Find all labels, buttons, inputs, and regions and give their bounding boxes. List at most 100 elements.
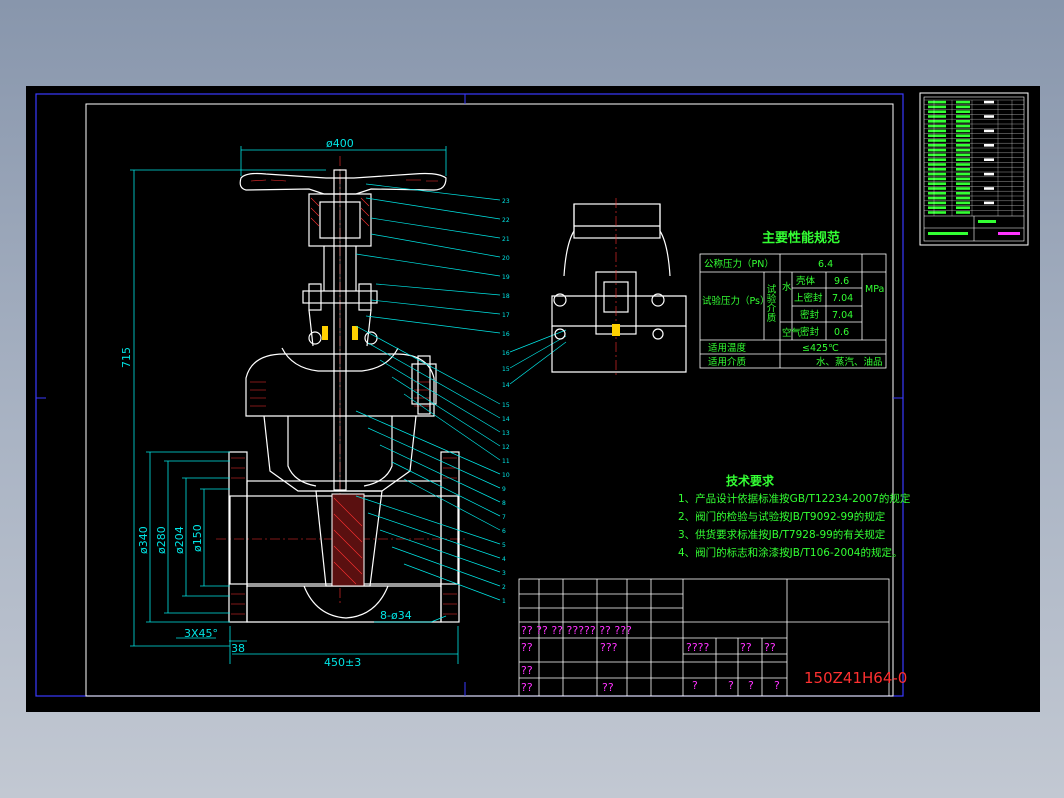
leader-line	[367, 512, 501, 559]
leader-line	[509, 329, 567, 353]
dim-bore: ø150	[191, 524, 204, 552]
spec-air: 空气	[782, 327, 802, 339]
dimension-lines	[130, 146, 459, 664]
title-block-cell: ??	[602, 681, 614, 694]
leader-line	[355, 495, 501, 545]
spec-media-label: 适用介质	[708, 356, 747, 368]
outer-frame	[35, 93, 904, 697]
drawing-number: 150Z41H64-0	[804, 669, 907, 687]
title-block-cell: ??	[740, 641, 752, 654]
cad-drawing-canvas[interactable]: ø400 715 ø340 ø280 ø204 ø150 3X45° 38 45…	[26, 86, 1040, 712]
part-balloon: 7	[502, 514, 506, 521]
inner-frame	[85, 103, 894, 697]
leader-line	[391, 546, 501, 587]
part-balloon: 8	[502, 500, 506, 507]
leader-line	[370, 299, 501, 315]
leader-line	[403, 478, 501, 531]
spec-unit: MPa	[865, 284, 884, 295]
leader-line	[391, 461, 501, 517]
balloon-leaders: 2322212019181716151413121110987654321161…	[355, 183, 567, 605]
tech-line: 3、供货要求标准按JB/T7928-99的有关规定	[678, 528, 886, 541]
part-balloon: 5	[502, 542, 506, 549]
tech-line: 1、产品设计依据标准按GB/T12234-2007的规定	[678, 492, 911, 505]
leader-line	[370, 233, 501, 258]
leader-line	[365, 197, 501, 220]
part-balloon: 22	[502, 217, 510, 224]
leader-line	[355, 253, 501, 277]
spec-nominal-value: 6.4	[818, 259, 833, 270]
dim-bolt-holes: 8-ø34	[380, 609, 412, 622]
title-block-cell: ??	[521, 664, 533, 677]
leader-line	[367, 427, 501, 489]
part-balloon: 13	[502, 430, 510, 437]
spec-test-label: 试验压力（Ps）	[702, 295, 770, 307]
part-balloon: 16	[502, 331, 510, 338]
part-balloon: 20	[502, 255, 510, 262]
dim-raised-face: ø204	[173, 526, 186, 554]
part-balloon: 14	[502, 382, 510, 389]
part-balloon: 16	[502, 350, 510, 357]
spec-top-seal: 上密封	[794, 292, 823, 304]
title-block-cell: ??	[521, 681, 533, 694]
title-block-header-row: ?? ?? ?? ????? ?? ???	[521, 624, 632, 637]
spec-shell: 壳体	[796, 275, 816, 287]
title-block-cell: ???	[600, 641, 618, 654]
leader-line	[509, 341, 567, 385]
spec-seal-value: 7.04	[832, 310, 853, 321]
part-balloon: 2	[502, 584, 506, 591]
leader-line	[403, 393, 501, 461]
dim-handwheel-dia: ø400	[326, 137, 354, 150]
spec-temp-label: 适用温度	[708, 342, 747, 354]
spec-seal: 密封	[800, 309, 820, 321]
tech-title: 技术要求	[726, 473, 775, 488]
part-balloon: 15	[502, 402, 510, 409]
technical-requirements: 技术要求 1、产品设计依据标准按GB/T12234-2007的规定 2、阀门的检…	[678, 473, 911, 559]
dim-flange-dia: ø340	[137, 526, 150, 554]
performance-spec-table[interactable]: 主要性能规范 公称压力（PN） 6.4 试验压力（Ps） 试验介质 水 空气 壳…	[699, 230, 887, 369]
title-block-cell: ?	[692, 679, 698, 692]
part-balloon: 15	[502, 366, 510, 373]
spec-shell-value: 9.6	[834, 276, 849, 287]
leader-line	[403, 563, 501, 601]
leader-line	[509, 335, 567, 369]
dim-bolt-circle: ø280	[155, 526, 168, 554]
leader-line	[391, 376, 501, 447]
part-balloon: 4	[502, 556, 506, 563]
spec-water: 水	[782, 281, 792, 293]
spec-media-value: 水、蒸汽、油品	[816, 356, 883, 368]
dim-flange-thk: 38	[231, 642, 245, 655]
title-block-cell: ??	[521, 641, 533, 654]
leader-line	[379, 444, 501, 503]
title-block[interactable]: ?? ?? ?? ????? ?? ??? ?? ??? ???? ?? ?? …	[518, 578, 907, 697]
part-balloon: 6	[502, 528, 506, 535]
valve-front-view	[216, 156, 466, 623]
frame-ticks	[36, 94, 903, 696]
title-block-cell: ?	[728, 679, 734, 692]
part-balloon: 21	[502, 236, 510, 243]
dim-chamfer: 3X45°	[184, 627, 218, 640]
spec-air-seal-value: 0.6	[834, 327, 849, 338]
parts-list-table[interactable]	[919, 92, 1029, 246]
part-balloon: 23	[502, 198, 510, 205]
leader-line	[355, 325, 501, 405]
leader-line	[379, 359, 501, 433]
spec-temp-value: ≤425℃	[802, 343, 839, 354]
detail-view	[551, 198, 687, 378]
title-block-cell: ????	[686, 641, 710, 654]
tech-line: 2、阀门的检验与试验按JB/T9092-99的规定	[678, 510, 886, 523]
tech-line: 4、阀门的标志和涂漆按JB/T106-2004的规定。	[678, 546, 902, 559]
leader-line	[365, 183, 501, 201]
spec-nominal-label: 公称压力（PN）	[704, 258, 774, 270]
spec-top-seal-value: 7.04	[832, 293, 853, 304]
leader-line	[379, 529, 501, 573]
part-balloon: 3	[502, 570, 506, 577]
part-balloon: 19	[502, 274, 510, 281]
dim-length: 450±3	[324, 656, 361, 669]
part-balloon: 9	[502, 486, 506, 493]
part-balloon: 14	[502, 416, 510, 423]
title-block-cell: ?	[774, 679, 780, 692]
spec-air-seal: 密封	[800, 326, 820, 338]
part-balloon: 12	[502, 444, 510, 451]
part-balloon: 11	[502, 458, 510, 465]
spec-medium-label: 试验介质	[765, 283, 777, 323]
